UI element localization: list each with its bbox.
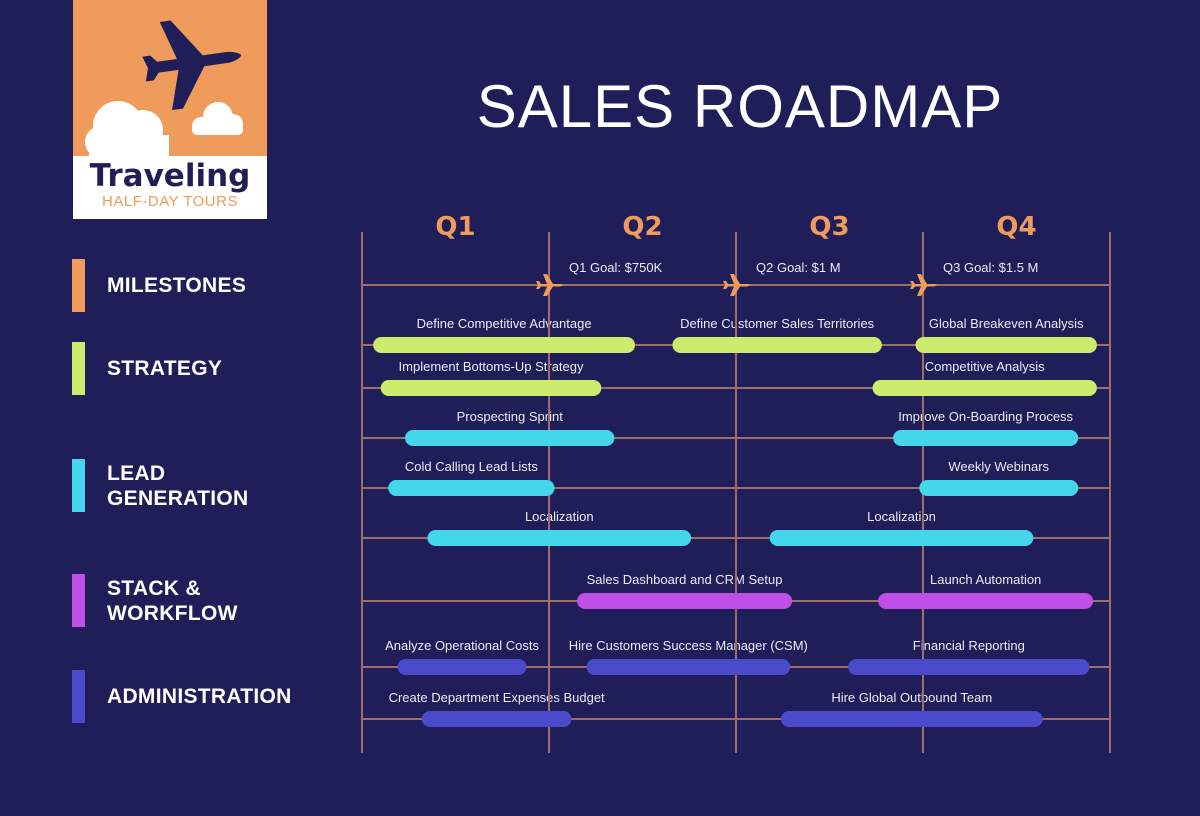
cloud-icon xyxy=(85,101,169,156)
task-bar xyxy=(769,530,1034,546)
task-label: Define Competitive Advantage xyxy=(417,316,592,331)
category-milestones: MILESTONES xyxy=(72,259,246,312)
task-bar xyxy=(405,430,615,446)
page-title: SALES ROADMAP xyxy=(476,73,1004,140)
task-bar xyxy=(672,337,882,353)
quarter-label: Q3 xyxy=(809,212,849,242)
task-bar xyxy=(848,659,1090,675)
airplane-icon xyxy=(723,274,750,296)
airplane-icon xyxy=(536,274,563,296)
category-swatch xyxy=(72,574,85,627)
task-label: Localization xyxy=(525,509,594,524)
task-label: Define Customer Sales Territories xyxy=(680,316,875,331)
task-bar xyxy=(586,659,791,675)
quarter-label: Q4 xyxy=(996,212,1036,242)
quarter-label: Q2 xyxy=(622,212,662,242)
task-label: Prospecting Sprint xyxy=(457,409,564,424)
logo-subtitle: HALF-DAY TOURS xyxy=(102,193,238,210)
task-label: Create Department Expenses Budget xyxy=(389,690,605,705)
logo-illustration xyxy=(73,0,267,156)
category-stack-workflow: STACK & WORKFLOW xyxy=(72,574,238,627)
quarter-label: Q1 xyxy=(435,212,475,242)
airplane-shape xyxy=(910,274,937,296)
task-bar xyxy=(915,337,1097,353)
task-bar xyxy=(373,337,636,353)
airplane-shape xyxy=(536,274,563,296)
task-label: Launch Automation xyxy=(930,572,1041,587)
category-lead-generation: LEAD GENERATION xyxy=(72,459,248,512)
category-strategy: STRATEGY xyxy=(72,342,222,395)
category-label: MILESTONES xyxy=(107,274,247,297)
task-bar xyxy=(421,711,572,727)
airplane-shape xyxy=(723,274,750,296)
task-label: Implement Bottoms-Up Strategy xyxy=(399,359,584,374)
task-label: Global Breakeven Analysis xyxy=(929,316,1084,331)
task-bar xyxy=(380,380,602,396)
airplane-icon xyxy=(910,274,937,296)
logo-name: Traveling xyxy=(89,158,251,194)
task-label: Hire Global Outbound Team xyxy=(831,690,992,705)
task-label: Competitive Analysis xyxy=(925,359,1045,374)
category-label: LEAD GENERATION xyxy=(107,461,249,510)
task-bar xyxy=(427,530,692,546)
category-label: ADMINISTRATION xyxy=(107,685,292,708)
milestone-label: Q3 Goal: $1.5 M xyxy=(943,260,1038,275)
cloud-small-icon xyxy=(192,102,243,135)
category-swatch xyxy=(72,342,85,395)
category-swatch xyxy=(72,259,85,312)
task-label: Localization xyxy=(867,509,936,524)
task-bar xyxy=(397,659,527,675)
category-label: STACK & WORKFLOW xyxy=(107,576,238,625)
category-swatch xyxy=(72,670,85,723)
task-bar xyxy=(878,593,1094,609)
milestone-label: Q2 Goal: $1 M xyxy=(756,260,841,275)
task-bar xyxy=(388,480,555,496)
task-label: Sales Dashboard and CRM Setup xyxy=(587,572,783,587)
task-label: Hire Customers Success Manager (CSM) xyxy=(569,638,808,653)
task-label: Improve On-Boarding Process xyxy=(898,409,1073,424)
task-label: Analyze Operational Costs xyxy=(385,638,539,653)
task-bar xyxy=(577,593,793,609)
task-bar xyxy=(919,480,1079,496)
company-logo: Traveling HALF-DAY TOURS xyxy=(73,0,267,219)
task-label: Cold Calling Lead Lists xyxy=(405,459,538,474)
task-label: Financial Reporting xyxy=(913,638,1025,653)
task-label: Weekly Webinars xyxy=(948,459,1049,474)
milestone-label: Q1 Goal: $750K xyxy=(569,260,663,275)
task-bar xyxy=(893,430,1079,446)
task-bar xyxy=(780,711,1043,727)
airplane-icon xyxy=(142,20,242,111)
category-label: STRATEGY xyxy=(107,357,223,380)
task-bar xyxy=(872,380,1097,396)
category-swatch xyxy=(72,459,85,512)
category-administration: ADMINISTRATION xyxy=(72,670,292,723)
